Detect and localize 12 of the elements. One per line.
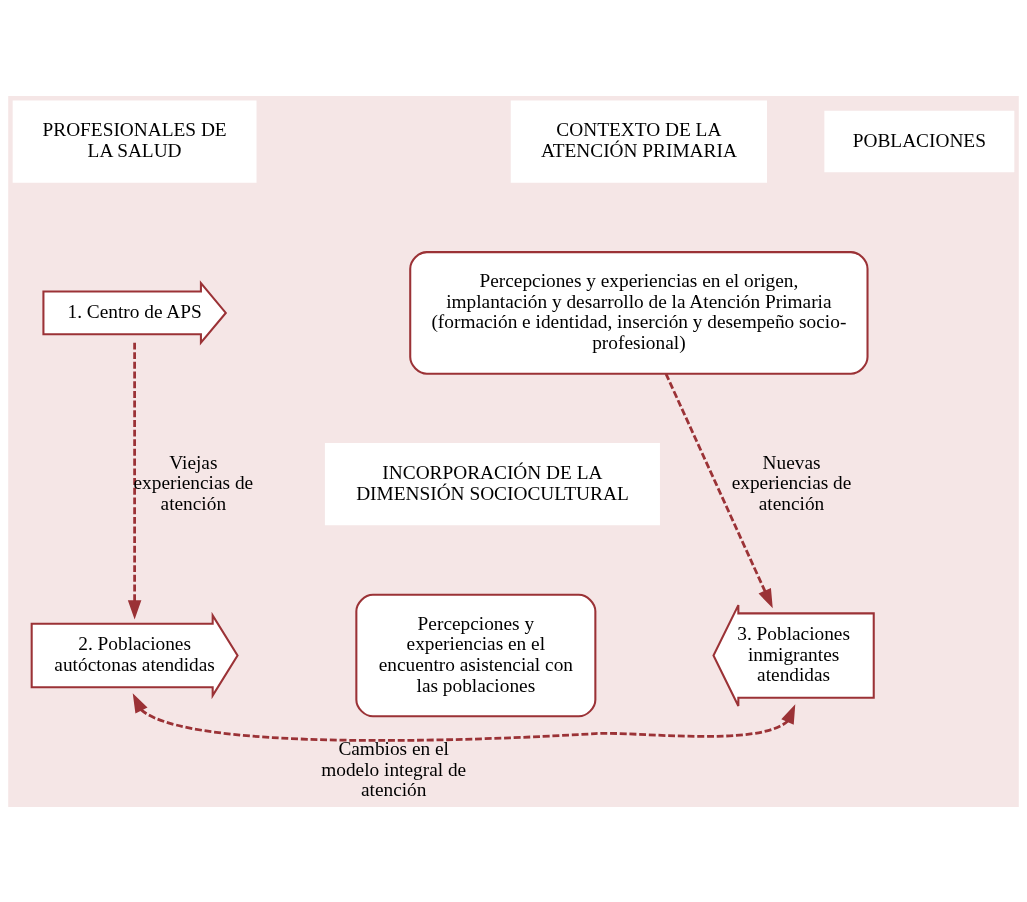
node-box: PROFESIONALES DE LA SALUD: [12, 100, 257, 183]
node-box: POBLACIONES: [824, 110, 1015, 172]
arrow: [132, 692, 796, 742]
edge-label: Viejas experiencias de atención: [133, 451, 254, 514]
arrow: [127, 342, 142, 619]
node-box: CONTEXTO DE LA ATENCIÓN PRIMARIA: [510, 100, 767, 183]
node-box: INCORPORACIÓN DE LA DIMENSIÓN SOCIOCULTURAL: [324, 442, 660, 525]
node-box: Percepciones y experiencias en el encuentro asistencial con las poblaciones: [355, 593, 597, 717]
edge-label: Nuevas experiencias de atención: [731, 451, 852, 514]
edge-label: Cambios en el modelo integral de atención: [321, 737, 467, 800]
arrow: [664, 372, 773, 608]
node-box: Percepciones y experiencias en el origen, implantación y desarrollo de la Atención Primaria (formación e identidad, inserción y desempeño socio-profesional): [409, 250, 869, 375]
